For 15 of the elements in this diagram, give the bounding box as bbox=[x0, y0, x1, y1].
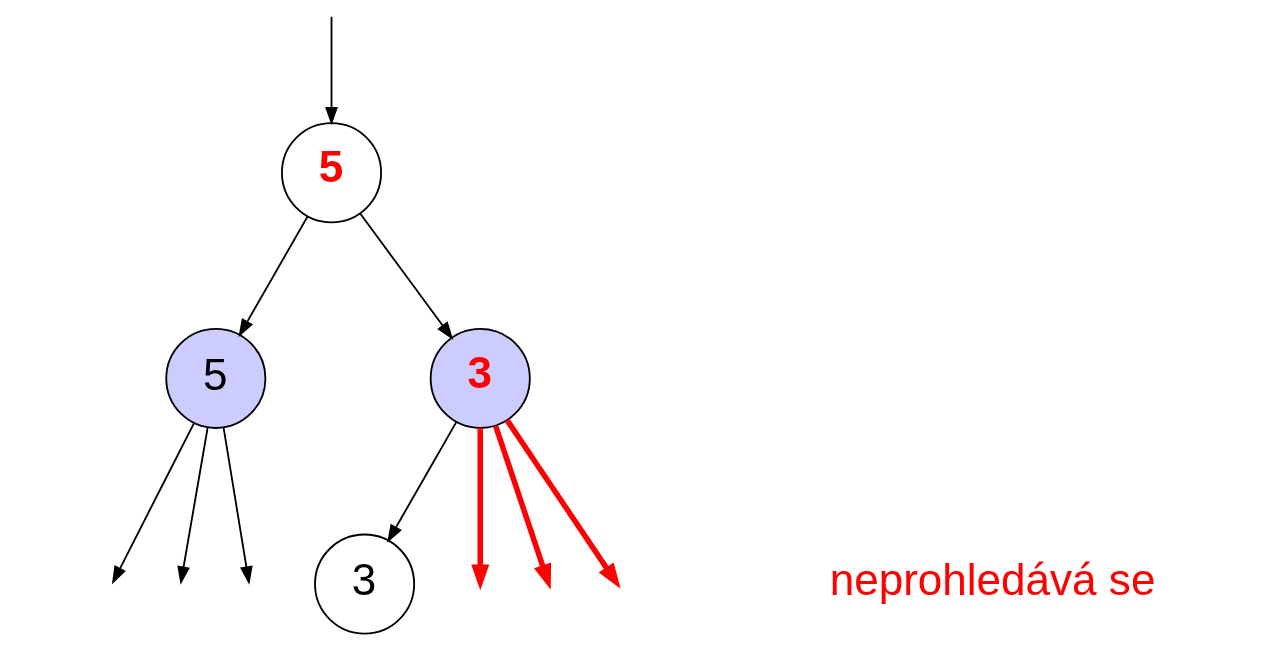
arrow bbox=[492, 425, 551, 590]
arrow bbox=[111, 422, 195, 585]
arrow bbox=[176, 426, 209, 585]
arrow bbox=[358, 212, 453, 340]
arrow bbox=[237, 215, 308, 338]
node-circle: 3 bbox=[429, 327, 531, 429]
arrow bbox=[324, 15, 338, 126]
arrow bbox=[222, 426, 253, 585]
arrow bbox=[470, 428, 489, 591]
node-circle: 5 bbox=[164, 327, 266, 429]
arrow bbox=[504, 418, 621, 589]
arrow bbox=[386, 421, 457, 543]
label: neprohledává se bbox=[829, 555, 1155, 605]
node-circle: 3 bbox=[313, 533, 415, 635]
node-circle: 5 bbox=[280, 122, 382, 224]
